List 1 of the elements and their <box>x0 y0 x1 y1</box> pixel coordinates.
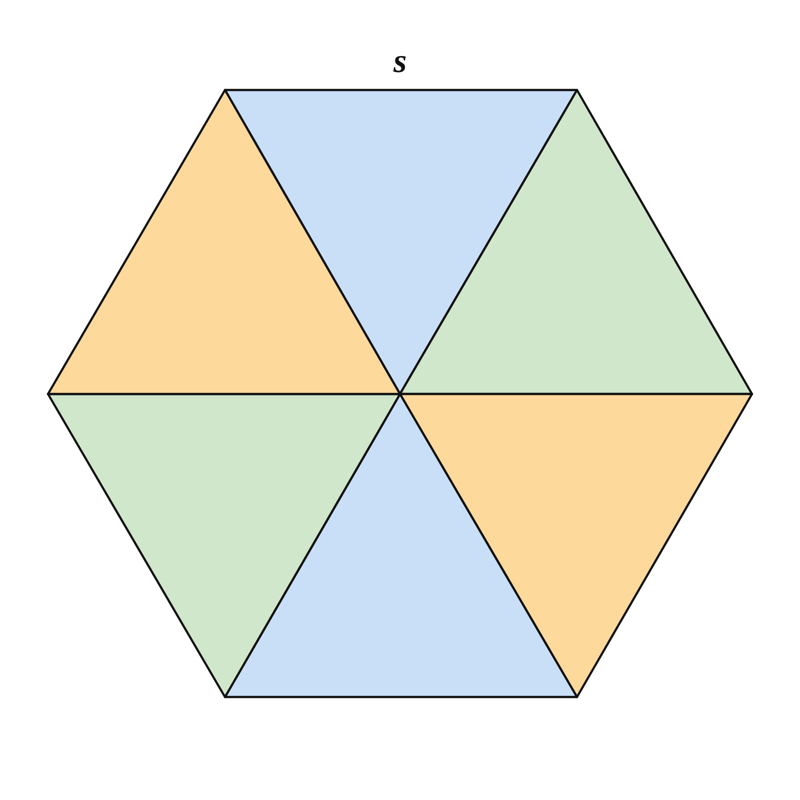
side-length-label: s <box>394 45 407 79</box>
